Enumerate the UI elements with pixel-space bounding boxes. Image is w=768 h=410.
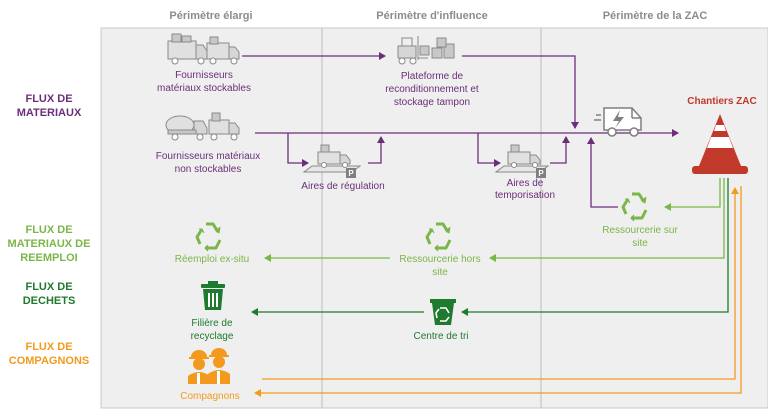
fournisseurs-stockables-line2: matériaux stockables xyxy=(157,83,251,94)
node-label-fournisseurs-stockables: Fournisseurs matériaux stockables xyxy=(157,70,251,94)
node-label-ressourcerie-hors-site: Ressourcerie hors site xyxy=(399,254,480,278)
recycle-icon-reemploi-ex-situ xyxy=(195,222,222,252)
row-label-reemploi-line3: REEMPLOI xyxy=(20,252,77,264)
flow-chantiers-to-compagnons xyxy=(254,186,742,397)
dechets-flows xyxy=(251,178,729,316)
row-label-materiaux: FLUX DE MATERIAUX xyxy=(17,93,82,119)
reemploi-flows xyxy=(264,178,725,262)
flow-ressourcerie-site-to-chantiers xyxy=(587,137,618,208)
row-label-reemploi-line2: MATERIAUX DE xyxy=(8,238,91,250)
plateforme-line3: stockage tampon xyxy=(394,97,470,108)
perimeter-panels xyxy=(100,27,768,409)
flow-chantiers-to-centre-tri xyxy=(461,178,729,316)
panel-elargi xyxy=(101,28,322,408)
ressourcerie-site-line2: site xyxy=(632,238,648,249)
row-label-reemploi: FLUX DE MATERIAUX DE REEMPLOI xyxy=(8,224,91,264)
row-label-dechets-line1: FLUX DE xyxy=(25,281,72,293)
aires-temporisation-line2: temporisation xyxy=(495,190,555,201)
fournisseurs-non-stockables-line2: non stockables xyxy=(175,164,242,175)
filiere-recyclage-line2: recyclage xyxy=(191,331,234,342)
row-label-reemploi-line1: FLUX DE xyxy=(25,224,72,236)
node-label-chantiers-zac: Chantiers ZAC xyxy=(687,96,756,107)
flow-from-aires-temporisation xyxy=(550,136,570,164)
flow-from-aires-regulation xyxy=(368,136,385,164)
node-label-filiere-recyclage: Filière de recyclage xyxy=(191,318,234,342)
node-label-aires-temporisation: Aires de temporisation xyxy=(495,178,555,201)
fournisseurs-stockables-line1: Fournisseurs xyxy=(175,70,233,81)
flow-chantiers-to-ressourcerie-site xyxy=(664,178,721,211)
node-label-plateforme: Plateforme de reconditionnement et stock… xyxy=(385,71,479,108)
header-perimetre-elargi: Périmètre élargi xyxy=(169,10,252,22)
aires-temporisation-line1: Aires de xyxy=(507,178,544,189)
header-perimetre-influence: Périmètre d'influence xyxy=(376,10,487,22)
row-label-compagnons-line2: COMPAGNONS xyxy=(9,355,89,367)
flow-chantiers-to-ressourcerie-hors-site xyxy=(489,178,725,262)
node-label-centre-tri: Centre de tri xyxy=(413,331,468,342)
fournisseurs-non-stockables-line1: Fournisseurs matériaux xyxy=(156,151,260,162)
plateforme-line1: Plateforme de xyxy=(401,71,464,82)
recycle-icon-ressourcerie-site xyxy=(621,192,648,222)
row-label-dechets-line2: DECHETS xyxy=(23,295,76,307)
node-label-ressourcerie-site: Ressourcerie sur site xyxy=(602,225,678,249)
trash-bin-icon xyxy=(201,281,225,310)
ressourcerie-hors-site-line1: Ressourcerie hors xyxy=(399,254,480,265)
row-label-materiaux-line1: FLUX DE xyxy=(25,93,72,105)
compagnons-flows xyxy=(254,186,742,397)
recycling-bin-icon xyxy=(430,299,456,325)
row-label-materiaux-line2: MATERIAUX xyxy=(17,107,82,119)
plateforme-line2: reconditionnement et xyxy=(385,84,479,95)
forklift-icon xyxy=(397,36,455,65)
truck-parking-icon-temporisation: P xyxy=(494,144,550,178)
panel-zac xyxy=(541,28,768,408)
flow-compagnons-to-chantiers xyxy=(262,187,739,380)
electric-van-icon xyxy=(594,107,642,137)
ressourcerie-site-line1: Ressourcerie sur xyxy=(602,225,678,236)
delivery-trucks-icon xyxy=(167,33,240,65)
concrete-mixer-icon xyxy=(165,112,240,141)
workers-icon xyxy=(188,348,230,384)
svg-text:P: P xyxy=(538,169,544,178)
truck-parking-icon-regulation: P xyxy=(302,144,362,178)
node-label-fournisseurs-non-stockables: Fournisseurs matériaux non stockables xyxy=(156,151,260,175)
node-label-aires-regulation: Aires de régulation xyxy=(301,181,384,192)
flow-to-aires-regulation xyxy=(287,133,309,167)
ressourcerie-hors-site-line2: site xyxy=(432,267,448,278)
traffic-cone-icon xyxy=(692,114,748,174)
panel-influence xyxy=(322,28,541,408)
row-label-compagnons: FLUX DE COMPAGNONS xyxy=(9,341,89,367)
node-label-reemploi-ex-situ: Réemploi ex-situ xyxy=(175,254,249,265)
svg-text:P: P xyxy=(348,169,354,178)
header-perimetre-zac: Périmètre de la ZAC xyxy=(603,10,708,22)
filiere-recyclage-line1: Filière de xyxy=(191,318,233,329)
row-label-compagnons-line1: FLUX DE xyxy=(25,341,72,353)
recycle-icon-ressourcerie-hors-site xyxy=(425,222,452,252)
node-label-compagnons: Compagnons xyxy=(180,391,239,402)
flow-plateforme-to-chantiers xyxy=(462,55,579,129)
flow-to-aires-temporisation xyxy=(477,133,501,167)
row-label-dechets: FLUX DE DECHETS xyxy=(23,281,76,307)
